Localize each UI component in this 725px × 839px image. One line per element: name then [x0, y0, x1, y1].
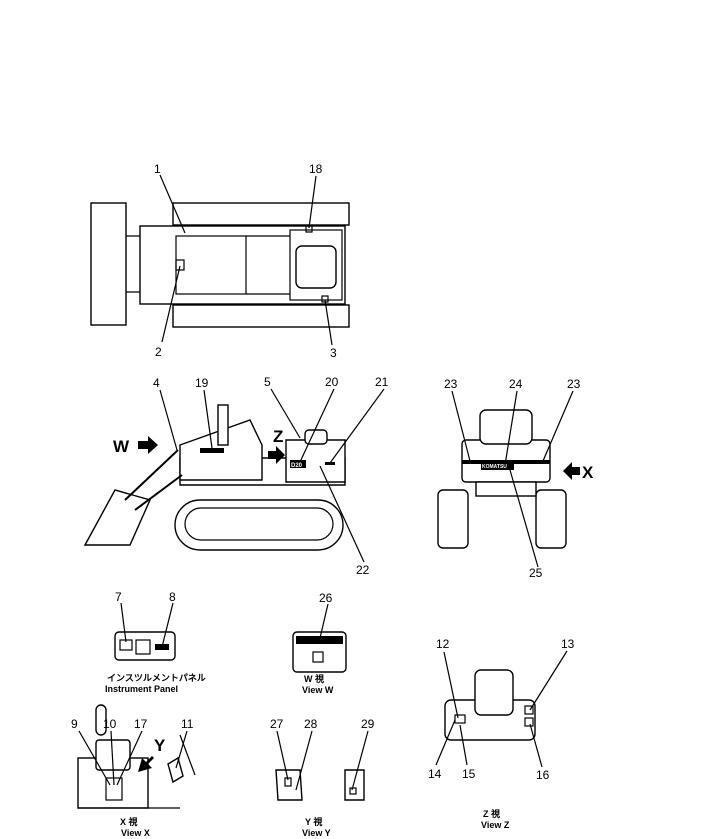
view-z-drawing — [444, 669, 536, 741]
callout-24: 24 — [509, 377, 523, 391]
callout-10: 10 — [103, 717, 117, 731]
callout-16: 16 — [536, 768, 550, 782]
callout-13: 13 — [561, 637, 575, 651]
callout-12: 12 — [436, 637, 450, 651]
callout-19: 19 — [195, 376, 209, 390]
caption-view-z-en: View Z — [481, 820, 510, 830]
view-arrows — [138, 436, 580, 772]
arrow-w-icon — [138, 436, 158, 454]
callout-18: 18 — [309, 162, 323, 176]
callout-7: 7 — [115, 590, 122, 604]
view-y-drawing — [275, 769, 365, 801]
callout-15: 15 — [462, 767, 476, 781]
arrow-y-icon — [138, 756, 154, 772]
front-view-drawing — [437, 409, 567, 549]
view-w-drawing — [292, 631, 347, 673]
callout-29: 29 — [361, 717, 375, 731]
caption-panel-en: Instrument Panel — [105, 684, 178, 694]
callout-11: 11 — [181, 717, 194, 731]
callout-23-left: 23 — [444, 377, 458, 391]
direction-label-y: Y — [154, 736, 166, 755]
caption-view-y-jp: Y 視 — [305, 816, 322, 827]
decal-model-text: D20 — [291, 463, 303, 469]
direction-label-z: Z — [273, 427, 283, 446]
callout-2: 2 — [155, 345, 162, 359]
direction-label-w: W — [113, 437, 130, 456]
callout-8: 8 — [169, 590, 176, 604]
caption-view-x-jp: X 視 — [120, 816, 138, 827]
caption-view-z-jp: Z 視 — [483, 808, 500, 819]
side-view-drawing — [83, 404, 346, 551]
caption-view-x-en: View X — [121, 828, 150, 838]
caption-view-w-jp: W 視 — [304, 673, 324, 684]
callout-4: 4 — [153, 376, 160, 390]
arrow-x-icon — [563, 462, 580, 480]
callout-3: 3 — [330, 346, 337, 360]
callout-26: 26 — [319, 591, 333, 605]
callout-25: 25 — [529, 566, 543, 580]
callout-5: 5 — [264, 375, 271, 389]
caption-view-w-en: View W — [302, 685, 334, 695]
callout-23-right: 23 — [567, 377, 581, 391]
instrument-panel-drawing — [114, 631, 176, 661]
callout-17: 17 — [134, 717, 148, 731]
callout-28: 28 — [304, 717, 318, 731]
direction-label-x: X — [582, 463, 594, 482]
callout-1: 1 — [154, 162, 161, 176]
caption-view-y-en: View Y — [302, 828, 331, 838]
leader-lines — [78, 174, 574, 791]
callout-22: 22 — [356, 563, 370, 577]
arrow-z-icon — [268, 446, 285, 464]
callout-14: 14 — [428, 767, 442, 781]
decal-brand-text: KOMATSU — [482, 464, 507, 470]
callout-9: 9 — [71, 717, 78, 731]
callout-27: 27 — [270, 717, 284, 731]
caption-panel-jp: インスツルメントパネル — [107, 672, 206, 683]
callout-21: 21 — [375, 375, 389, 389]
callout-20: 20 — [325, 375, 339, 389]
